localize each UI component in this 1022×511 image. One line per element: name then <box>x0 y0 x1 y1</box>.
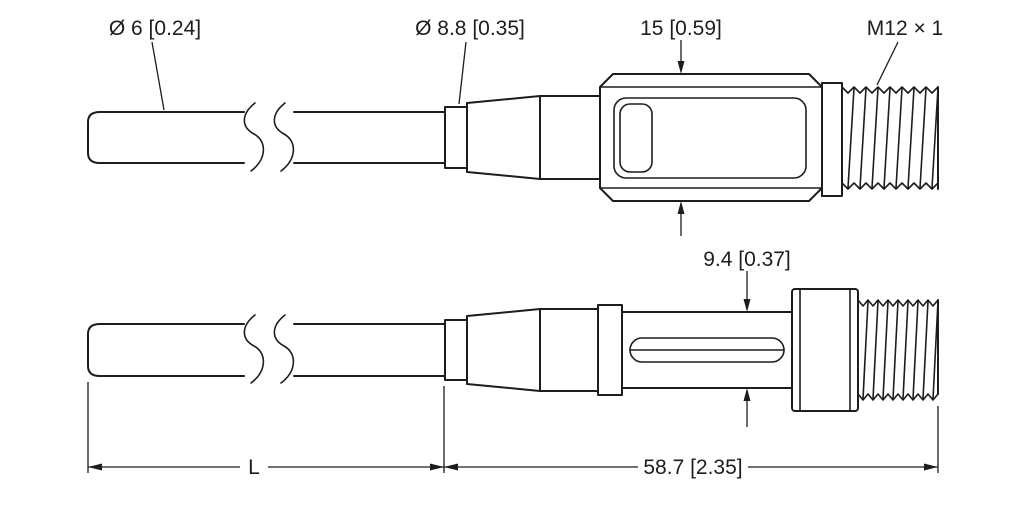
probe-cable-right <box>293 323 446 377</box>
leader-thread-spec <box>876 41 899 86</box>
dim-L-arrowhead-left <box>88 463 102 471</box>
housing-window <box>613 97 807 179</box>
m12-thread-bottom-profile <box>841 182 939 190</box>
thread-spec-label: M12 × 1 <box>867 17 943 40</box>
leader-probe-diameter <box>151 41 165 111</box>
dim-body-diameter-label: 9.4 [0.37] <box>703 248 791 271</box>
extension-lines <box>87 382 939 473</box>
strain-relief-bushing <box>444 308 599 392</box>
dim-hex-width-label: 15 [0.59] <box>640 17 722 40</box>
m12-thread-crest-lines <box>862 300 939 400</box>
m12-thread-top-profile <box>841 86 939 94</box>
top-view <box>87 73 939 202</box>
dim-housing-length-label: 58.7 [2.35] <box>643 456 742 479</box>
dim-body-diameter-arrowhead-top <box>743 299 751 312</box>
dim-body-diameter-arrowhead-bottom <box>743 388 751 401</box>
probe-cable-left <box>87 111 245 164</box>
dim-bushing-diameter-label: Ø 8.8 [0.35] <box>415 17 525 40</box>
cable-break-symbol <box>243 314 295 384</box>
leader-bushing-diameter <box>458 41 467 105</box>
probe-cable-right <box>293 111 446 164</box>
housing-collar <box>597 304 623 396</box>
mounting-flange <box>821 82 843 197</box>
dim-probe-diameter-label: Ø 6 [0.24] <box>109 17 201 40</box>
hex-flat-lines <box>599 86 823 189</box>
dim-probe-length-label: L <box>248 456 260 479</box>
housing-tube <box>621 311 793 389</box>
m12-thread-bottom-profile <box>857 393 939 401</box>
bottom-view <box>87 288 939 412</box>
housing-window-slot <box>619 103 653 173</box>
m12-thread-crest-lines <box>847 87 939 189</box>
hex-block-edge-lines <box>799 288 851 412</box>
hex-housing-outline <box>599 73 823 202</box>
strain-relief-bushing <box>444 95 601 180</box>
dim-housing-length-arrowhead-left <box>444 463 458 471</box>
dim-hex-width-arrowhead-bottom <box>677 201 685 214</box>
probe-cable-left <box>87 323 245 377</box>
dim-housing-length-arrowhead-right <box>924 463 938 471</box>
hex-block-side <box>791 288 859 412</box>
dim-L-arrowhead-right <box>430 463 444 471</box>
cable-break-symbol <box>243 102 295 172</box>
m12-thread-top-profile <box>857 299 939 307</box>
dimensions: Ø 6 [0.24] Ø 8.8 [0.35] 15 [0.59] M12 × … <box>87 17 943 479</box>
dim-hex-width-arrowhead-top <box>677 61 685 74</box>
